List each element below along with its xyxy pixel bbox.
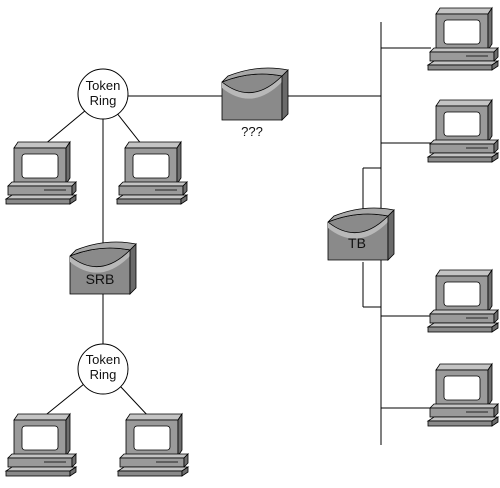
link-ring-bottom-to-pc-left: [41, 383, 85, 419]
workstation-icon: [427, 269, 499, 333]
workstation-icon: [5, 413, 77, 477]
token-ring-icon: [77, 343, 129, 395]
srb-bridge-label: SRB: [86, 271, 115, 287]
workstation-icon: [117, 413, 189, 477]
token-ring-top: Token Ring: [77, 68, 129, 120]
workstation-icon: [116, 141, 188, 205]
token-ring-top-line1: Token: [86, 78, 121, 93]
bridge-icon: [221, 67, 289, 121]
token-ring-icon: [77, 68, 129, 120]
tb-bridge-label: TB: [348, 235, 366, 251]
token-ring-top-line2: Ring: [90, 93, 117, 108]
bridge-icon: [327, 207, 395, 261]
tb-bridge: TB: [327, 207, 395, 261]
workstation-icon: [427, 7, 499, 71]
link-ring-bottom-to-pc-right: [119, 385, 151, 419]
token-ring-bottom: Token Ring: [77, 343, 129, 395]
token-ring-bottom-line1: Token: [86, 352, 121, 367]
srb-bridge: SRB: [69, 241, 137, 295]
unknown-bridge: ???: [221, 67, 289, 139]
workstation-icon: [5, 141, 77, 205]
unknown-bridge-label: ???: [241, 124, 263, 139]
token-ring-bottom-line2: Ring: [90, 367, 117, 382]
workstation-icon: [427, 363, 499, 427]
workstation-icon: [427, 99, 499, 163]
